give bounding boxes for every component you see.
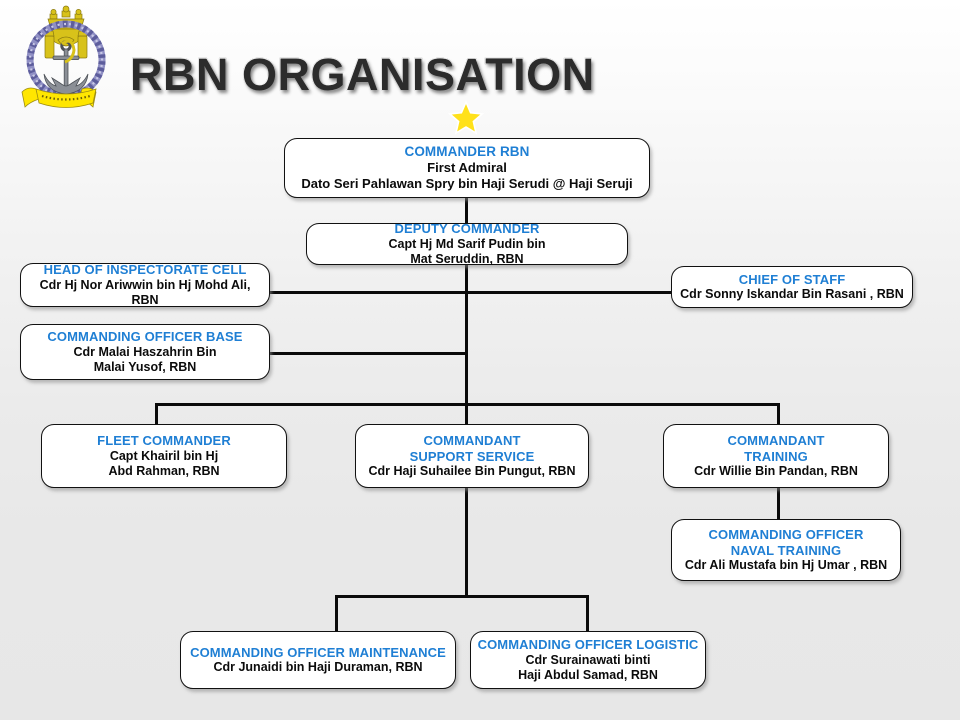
node-fleet-commander[interactable]: FLEET COMMANDER Capt Khairil bin Hj Abd … (41, 424, 287, 488)
node-name-line-2: Mat Seruddin, RBN (410, 251, 524, 266)
node-commanding-officer-naval-training[interactable]: COMMANDING OFFICER NAVAL TRAINING Cdr Al… (671, 519, 901, 581)
node-name-line-1: Capt Khairil bin Hj (109, 448, 219, 463)
node-title: HEAD OF INSPECTORATE CELL (43, 262, 247, 278)
node-name-line-2: Haji Abdul Samad, RBN (518, 667, 658, 682)
node-name-line-1: Cdr Hj Nor Ariwwin bin Hj Mohd Ali, RBN (39, 277, 251, 307)
connector-bottom-bar (335, 595, 589, 598)
node-name-line-1: First Admiral (427, 160, 507, 176)
connector-commander-deputy (465, 198, 468, 224)
node-commanding-officer-base[interactable]: COMMANDING OFFICER BASE Cdr Malai Haszah… (20, 324, 270, 380)
connector-main-trunk (465, 265, 468, 404)
node-title: COMMANDING OFFICER LOGISTIC (477, 637, 699, 653)
node-name-line-1: Capt Hj Md Sarif Pudin bin (388, 236, 546, 251)
node-name-line-1: Cdr Malai Haszahrin Bin (73, 344, 217, 359)
connector-support-trunk (465, 487, 468, 597)
page-title: RBN ORGANISATION (129, 49, 595, 100)
connector-training-naval (777, 487, 780, 519)
connector-drop-support (465, 403, 468, 425)
connector-inspectorate-arm (268, 291, 467, 294)
node-chief-of-staff[interactable]: CHIEF OF STAFF Cdr Sonny Iskandar Bin Ra… (671, 266, 913, 308)
node-commanding-officer-logistic[interactable]: COMMANDING OFFICER LOGISTIC Cdr Surainaw… (470, 631, 706, 689)
node-title: COMMANDER RBN (404, 144, 530, 160)
connector-drop-logistic (586, 595, 589, 631)
node-name-line-1: Cdr Ali Mustafa bin Hj Umar , RBN (684, 557, 888, 572)
node-title: DEPUTY COMMANDER (394, 221, 540, 237)
node-name-line-2: Abd Rahman, RBN (108, 463, 220, 478)
node-commanding-officer-maintenance[interactable]: COMMANDING OFFICER MAINTENANCE Cdr Junai… (180, 631, 456, 689)
connector-drop-maintenance (335, 595, 338, 631)
node-title: COMMANDANT SUPPORT SERVICE (409, 433, 535, 464)
connector-drop-fleet (155, 403, 158, 425)
node-commandant-support-service[interactable]: COMMANDANT SUPPORT SERVICE Cdr Haji Suha… (355, 424, 589, 488)
node-title: COMMANDING OFFICER BASE (47, 329, 243, 345)
node-title: COMMANDING OFFICER NAVAL TRAINING (708, 527, 864, 558)
node-head-of-inspectorate-cell[interactable]: HEAD OF INSPECTORATE CELL Cdr Hj Nor Ari… (20, 262, 270, 307)
node-name-line-1: Cdr Willie Bin Pandan, RBN (694, 463, 858, 478)
node-name-line-1: Cdr Haji Suhailee Bin Pungut, RBN (368, 463, 576, 478)
node-title: CHIEF OF STAFF (738, 271, 846, 287)
node-name-line-1: Cdr Sonny Iskandar Bin Rasani , RBN (680, 287, 904, 302)
node-name-line-1: Cdr Junaidi bin Haji Duraman, RBN (213, 660, 423, 675)
node-title: FLEET COMMANDER (97, 433, 231, 449)
node-name-line-2: Malai Yusof, RBN (93, 359, 197, 374)
node-name-line-1: Cdr Surainawati binti (525, 652, 651, 667)
node-name-line-2: Dato Seri Pahlawan Spry bin Haji Serudi … (301, 175, 633, 191)
rbn-naval-crest-icon (12, 4, 120, 116)
node-commander-rbn[interactable]: COMMANDER RBN First Admiral Dato Seri Pa… (284, 138, 650, 198)
connector-co-base-arm (268, 352, 467, 355)
connector-drop-training (777, 403, 780, 425)
node-deputy-commander[interactable]: DEPUTY COMMANDER Capt Hj Md Sarif Pudin … (306, 221, 628, 266)
node-commandant-training[interactable]: COMMANDANT TRAINING Cdr Willie Bin Panda… (663, 424, 889, 488)
gold-star-icon (447, 99, 485, 136)
node-title: COMMANDANT TRAINING (727, 433, 825, 464)
connector-chief-of-staff-arm (465, 291, 673, 294)
node-title: COMMANDING OFFICER MAINTENANCE (190, 644, 446, 660)
